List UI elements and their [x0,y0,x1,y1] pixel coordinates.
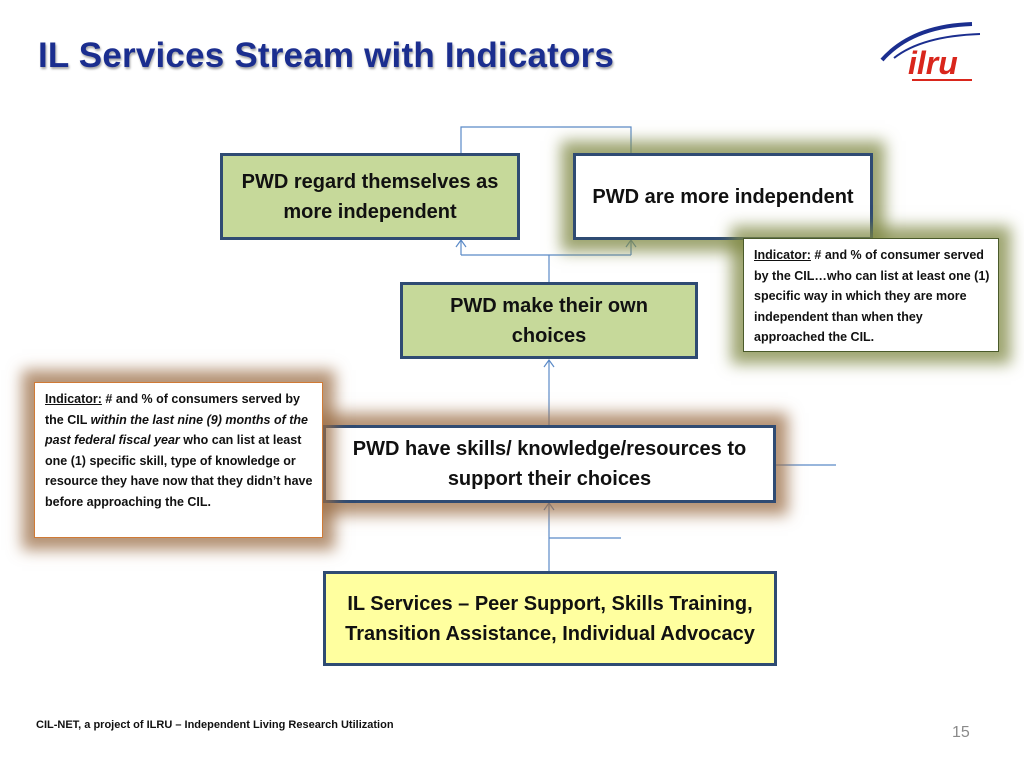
indicator-more-independent: Indicator: # and % of consumer served by… [743,238,999,352]
box-own-choices: PWD make their own choices [400,282,698,359]
box-skills-text: PWD have skills/ knowledge/resources to … [352,438,747,490]
box-more-independent-text: PWD are more independent [592,185,854,208]
ilru-logo: ilru [880,22,981,81]
indicator-text-2: who can list at least one (1) specific s… [45,433,313,509]
box-skills-knowledge: PWD have skills/ knowledge/resources to … [323,425,776,503]
indicator-text-1: # and % of consumers served by the CIL [45,392,300,427]
page-number: 15 [952,724,970,741]
page-title: IL Services Stream with Indicators [38,36,615,75]
box-regard-text: PWD regard themselves as more independen… [241,170,499,223]
indicator-italic-text: within the last nine (9) months of the p… [45,412,308,448]
box-il-services: IL Services – Peer Support, Skills Train… [323,571,777,666]
indicator-label: Indicator: [754,248,811,262]
indicator-skills: Indicator: # and % of consumers served b… [34,382,323,538]
logo-text: ilru [908,45,958,81]
box-own-choices-text: PWD make their own choices [450,294,648,347]
indicator-label: Indicator: [45,392,102,406]
indicator-text: # and % of consumer served by the CIL…wh… [754,248,990,344]
box-regard-independent: PWD regard themselves as more independen… [220,153,520,240]
box-more-independent: PWD are more independent [573,153,873,240]
box-il-services-text: IL Services – Peer Support, Skills Train… [345,592,755,645]
footer-text: CIL-NET, a project of ILRU – Independent… [36,719,394,731]
